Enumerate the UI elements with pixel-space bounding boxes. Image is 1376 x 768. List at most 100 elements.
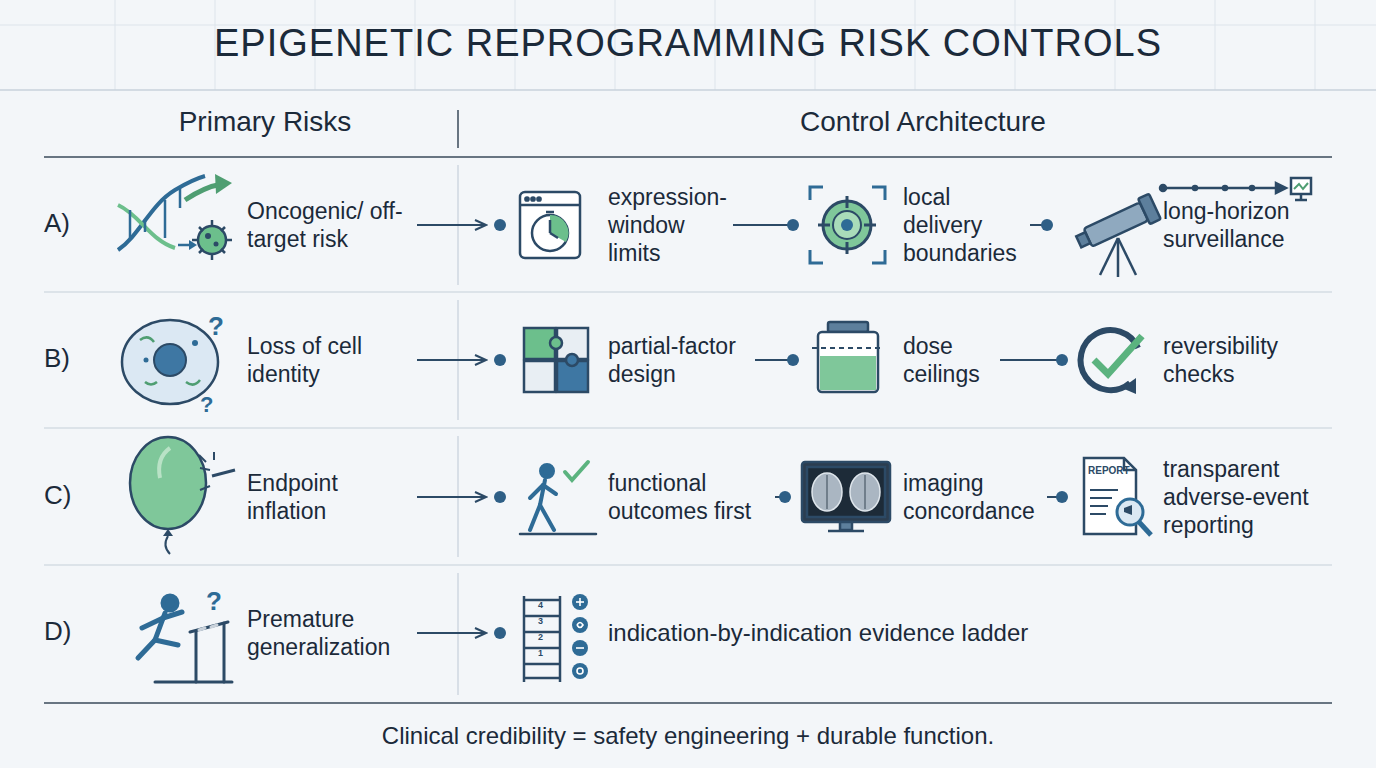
- row-letter: B): [44, 345, 70, 371]
- risk-control-item: Oncogenic/ off-target risk: [247, 170, 417, 280]
- cell-icon: ? ?: [122, 311, 224, 417]
- connector-dot: [494, 219, 506, 231]
- row-letter: D): [44, 618, 71, 644]
- connector: [417, 627, 506, 639]
- item-text: expression-window limits: [608, 183, 733, 267]
- row-letter: C): [44, 482, 71, 508]
- connector: [755, 354, 799, 366]
- item-text: Premature generalization: [247, 605, 417, 661]
- diagram-caption: Clinical credibility = safety engineerin…: [382, 722, 994, 750]
- item-text-group: expression-window limits: [608, 183, 733, 267]
- risk-control-item: Loss of cell identity: [247, 305, 417, 415]
- connector-dot: [1056, 354, 1068, 366]
- item-text-group: Oncogenic/ off-target risk: [247, 197, 417, 253]
- item-text: transparent adverse-event reporting: [1163, 455, 1342, 539]
- connector-line: [1000, 359, 1062, 361]
- stopwatch-icon: [520, 192, 580, 258]
- item-text-group: functional outcomes first: [608, 469, 775, 525]
- risk-control-item: dose ceilings: [793, 305, 1000, 415]
- svg-text:?: ?: [208, 311, 224, 341]
- risk-control-item: transparent adverse-event reporting: [1062, 442, 1342, 552]
- connector-dot: [494, 354, 506, 366]
- item-text-group: reversibility checks: [1163, 332, 1337, 388]
- footer-rule: [44, 702, 1332, 704]
- item-text-group: partial-factor design: [608, 332, 755, 388]
- dna-icon: [118, 174, 232, 260]
- item-text: long-horizon surveillance: [1163, 197, 1337, 253]
- item-text-group: indication-by-indication evidence ladder: [608, 619, 1028, 647]
- icon-text: 2: [538, 633, 543, 642]
- risk-control-item: reversibility checks: [1062, 305, 1337, 415]
- walker-icon: [520, 462, 596, 534]
- risk-control-item: expression-window limits: [500, 170, 733, 280]
- balloon-icon: [130, 437, 235, 554]
- risk-control-item: Premature generalization: [247, 578, 417, 688]
- item-text-group: long-horizon surveillance: [1163, 197, 1337, 253]
- item-text: Loss of cell identity: [247, 332, 417, 388]
- diagram-title: EPIGENETIC REPROGRAMMING RISK CONTROLS: [214, 22, 1162, 65]
- item-text-group: Endpoint inflation: [247, 469, 417, 525]
- row-rules: [44, 165, 1332, 695]
- connector: [1047, 491, 1068, 503]
- check-cycle-icon: [1081, 330, 1142, 394]
- connector: [1000, 354, 1068, 366]
- connector-dot: [779, 491, 791, 503]
- column-header: Primary Risks: [179, 108, 352, 136]
- item-text-group: imaging concordance: [903, 469, 1047, 525]
- title-rule: [0, 89, 1376, 91]
- risk-control-item: local delivery boundaries: [793, 170, 1030, 280]
- icon-text: 1: [538, 649, 543, 658]
- item-text-group: dose ceilings: [903, 332, 1000, 388]
- connector-dot: [1056, 491, 1068, 503]
- item-text: local delivery boundaries: [903, 183, 1030, 267]
- connector-dot: [494, 491, 506, 503]
- item-text: reversibility checks: [1163, 332, 1337, 388]
- connector: [417, 219, 506, 231]
- connector-dot: [1041, 219, 1053, 231]
- row-letter: A): [44, 210, 70, 236]
- header-rule: [44, 156, 1332, 158]
- risk-control-item: imaging concordance: [785, 442, 1047, 552]
- icon-text: 4: [538, 601, 543, 610]
- item-text-group: local delivery boundaries: [903, 183, 1030, 267]
- ladder-icon: [524, 594, 588, 682]
- column-header: Control Architecture: [800, 108, 1046, 136]
- connector: [775, 491, 791, 503]
- connector-line: [417, 224, 486, 226]
- target-icon: [810, 187, 885, 263]
- svg-text:?: ?: [200, 392, 213, 417]
- icon-text: 3: [538, 617, 543, 626]
- connector-dot: [494, 627, 506, 639]
- risk-control-item: indication-by-indication evidence ladder: [500, 578, 1140, 688]
- connector-line: [417, 496, 486, 498]
- background-grid: [0, 0, 1376, 90]
- runner-icon: ?: [138, 586, 232, 682]
- connector: [733, 219, 799, 231]
- item-text-group: Premature generalization: [247, 605, 417, 661]
- beaker-icon: [812, 322, 884, 392]
- item-text: imaging concordance: [903, 469, 1047, 525]
- connector-line: [417, 632, 486, 634]
- item-text: partial-factor design: [608, 332, 755, 388]
- connector: [1030, 219, 1053, 231]
- item-text-group: transparent adverse-event reporting: [1163, 455, 1342, 539]
- risk-control-item: partial-factor design: [500, 305, 755, 415]
- connector-dot: [787, 354, 799, 366]
- connector-line: [733, 224, 793, 226]
- item-text: Oncogenic/ off-target risk: [247, 197, 417, 253]
- svg-text:?: ?: [206, 586, 222, 616]
- icon-text: REPORT: [1088, 466, 1130, 476]
- connector-dot: [787, 219, 799, 231]
- connector-line: [417, 359, 486, 361]
- item-text-group: Loss of cell identity: [247, 332, 417, 388]
- monitor-icon: [802, 462, 890, 531]
- item-text: Endpoint inflation: [247, 469, 417, 525]
- report-icon: [1084, 458, 1151, 535]
- risk-control-item: functional outcomes first: [500, 442, 775, 552]
- risk-control-item: long-horizon surveillance: [1047, 170, 1337, 280]
- item-text: functional outcomes first: [608, 469, 775, 525]
- puzzle-icon: [524, 328, 588, 392]
- item-text: indication-by-indication evidence ladder: [608, 619, 1028, 647]
